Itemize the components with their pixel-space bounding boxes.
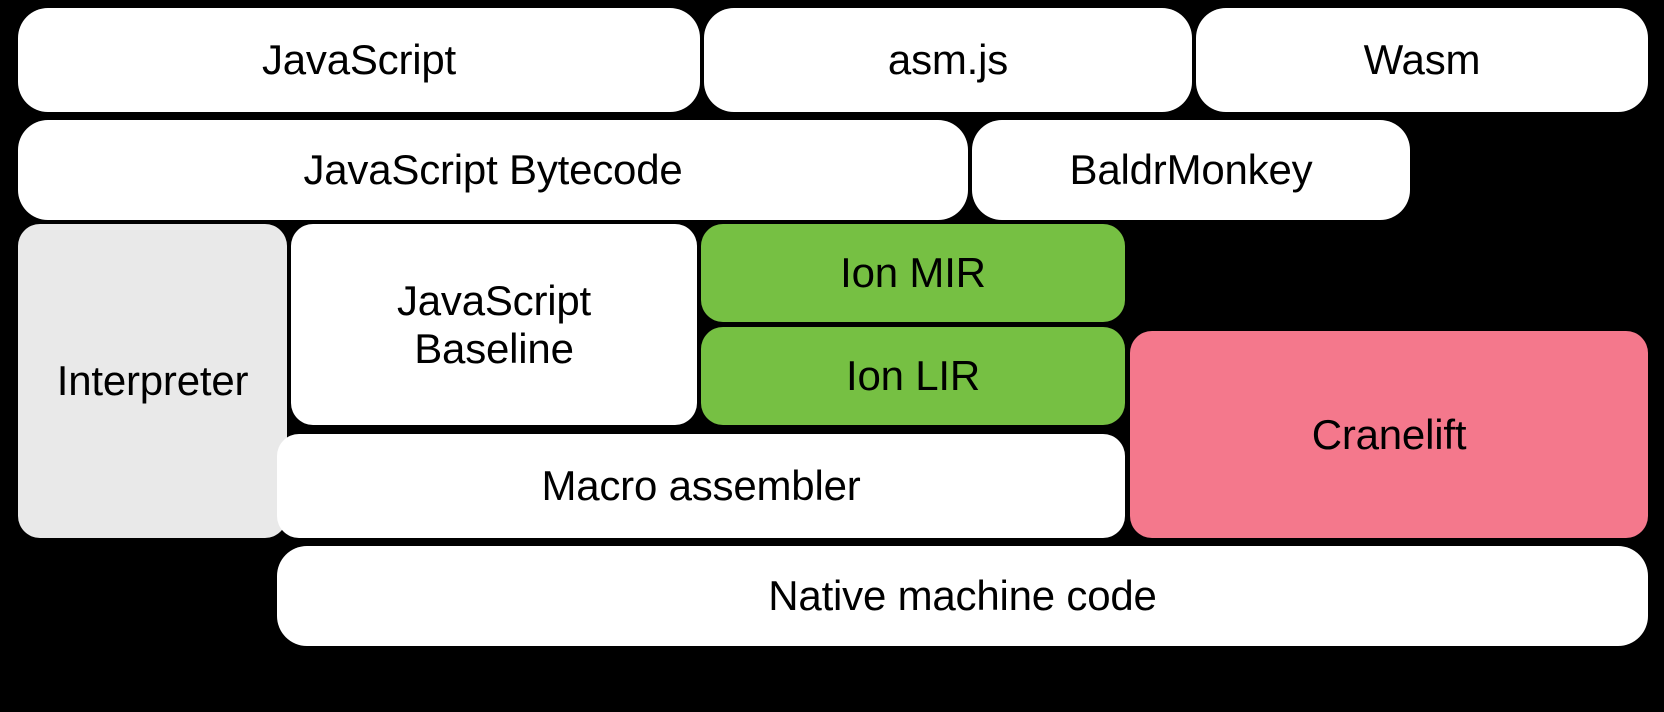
node-ion-lir[interactable]: Ion LIR bbox=[701, 327, 1125, 425]
node-asm-js[interactable]: asm.js bbox=[704, 8, 1192, 112]
node-javascript[interactable]: JavaScript bbox=[18, 8, 700, 112]
node-baldrmonkey[interactable]: BaldrMonkey bbox=[972, 120, 1410, 220]
node-javascript-bytecode[interactable]: JavaScript Bytecode bbox=[18, 120, 968, 220]
node-macro-assembler[interactable]: Macro assembler bbox=[277, 434, 1125, 538]
node-ion-mir[interactable]: Ion MIR bbox=[701, 224, 1125, 322]
node-javascript-baseline[interactable]: JavaScript Baseline bbox=[291, 224, 697, 425]
node-interpreter[interactable]: Interpreter bbox=[18, 224, 287, 538]
node-cranelift[interactable]: Cranelift bbox=[1130, 331, 1648, 538]
node-wasm[interactable]: Wasm bbox=[1196, 8, 1648, 112]
node-native-machine-code[interactable]: Native machine code bbox=[277, 546, 1648, 646]
